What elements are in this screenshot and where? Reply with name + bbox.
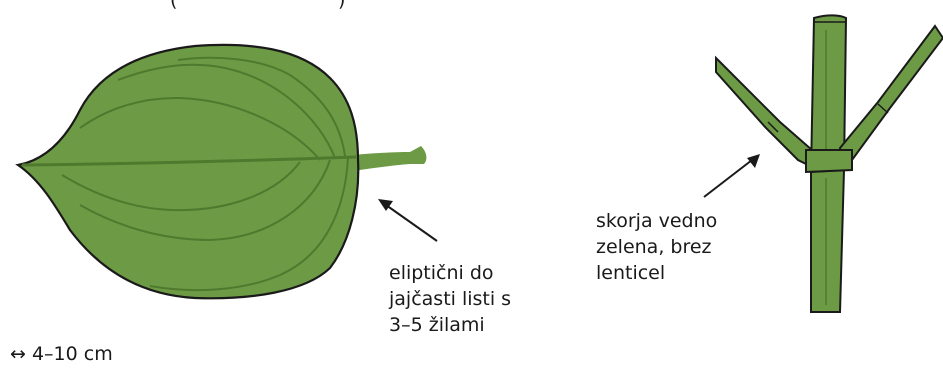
- leaf-pointer-arrowhead: [378, 199, 393, 211]
- leaf-description-label: eliptični do jajčasti listi s 3–5 žilami: [389, 262, 512, 336]
- size-scale-label: ↔ 4–10 cm: [10, 343, 113, 365]
- bark-pointer-arrowhead: [747, 154, 760, 168]
- cropped-paren-left: (: [170, 0, 178, 11]
- leaf-veins: [61, 56, 349, 292]
- bark-description-label: skorja vedno zelena, brez lenticel: [596, 210, 718, 284]
- bark-pointer-arrow: [703, 159, 753, 198]
- main-stem-lower: [810, 168, 846, 313]
- left-branch: [715, 55, 814, 168]
- leaf-petiole: [352, 146, 427, 171]
- leaf-illustration: [15, 43, 438, 300]
- right-branch: [838, 24, 943, 164]
- cropped-paren-right: ): [338, 0, 346, 11]
- leaf-pointer-arrow: [385, 204, 438, 242]
- leaf-blade: [15, 43, 360, 300]
- stem-illustration: [703, 14, 943, 313]
- leaf-midrib: [21, 155, 357, 167]
- stem-node: [805, 149, 853, 174]
